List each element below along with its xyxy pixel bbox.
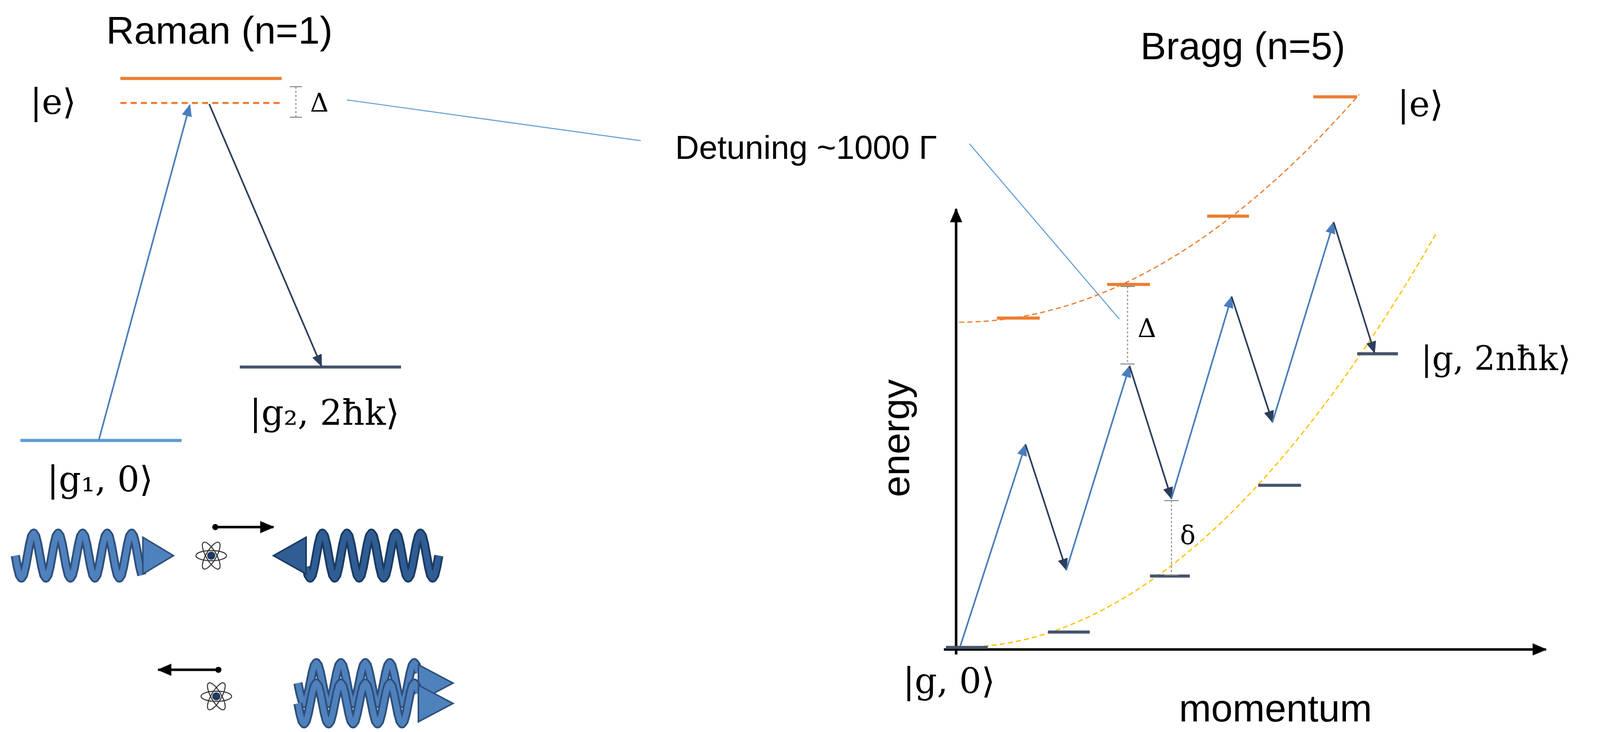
beam-head (418, 685, 454, 723)
state-label: |g₂, 2ħk⟩ (249, 393, 400, 433)
beam-outline (15, 533, 142, 579)
beam-head (142, 537, 174, 575)
ground-dispersion (959, 232, 1437, 648)
axes (944, 209, 1547, 655)
axis-label: momentum (1179, 687, 1373, 730)
detuning-symbol: Δ (1137, 314, 1157, 343)
leader-lines (346, 100, 1120, 320)
title: Bragg (n=5) (1140, 24, 1346, 68)
beam-wave (298, 683, 419, 724)
excited-dispersion (959, 94, 1360, 323)
momentum-arrow (158, 524, 274, 673)
detuning-label: Detuning ~1000 Γ (675, 129, 938, 166)
state-label: |g, 0⟩ (903, 661, 996, 701)
axis-label: energy (874, 379, 917, 498)
state-label: |e⟩ (29, 82, 76, 122)
raman-levels (20, 78, 402, 441)
state-label: |g, 2nħk⟩ (1420, 340, 1571, 378)
atom-icon (201, 680, 232, 713)
detuning-symbol: δ (1180, 521, 1196, 550)
multi-photon-path (960, 222, 1375, 647)
beam-wave (305, 533, 439, 579)
atom-icon (195, 540, 227, 572)
bragg-levels (945, 96, 1398, 648)
beam-outline (298, 683, 419, 724)
state-label: |g₁, 0⟩ (46, 460, 153, 499)
state-label: |e⟩ (1397, 84, 1444, 124)
beam-outline (305, 533, 439, 579)
title: Raman (n=1) (106, 9, 333, 52)
dispersion-curves (959, 94, 1437, 648)
beam-head (273, 537, 306, 575)
detuning-symbol: Δ (310, 88, 329, 118)
laser-beams (15, 533, 453, 724)
detuning-brackets (1120, 286, 1179, 576)
beam-wave (15, 533, 142, 579)
